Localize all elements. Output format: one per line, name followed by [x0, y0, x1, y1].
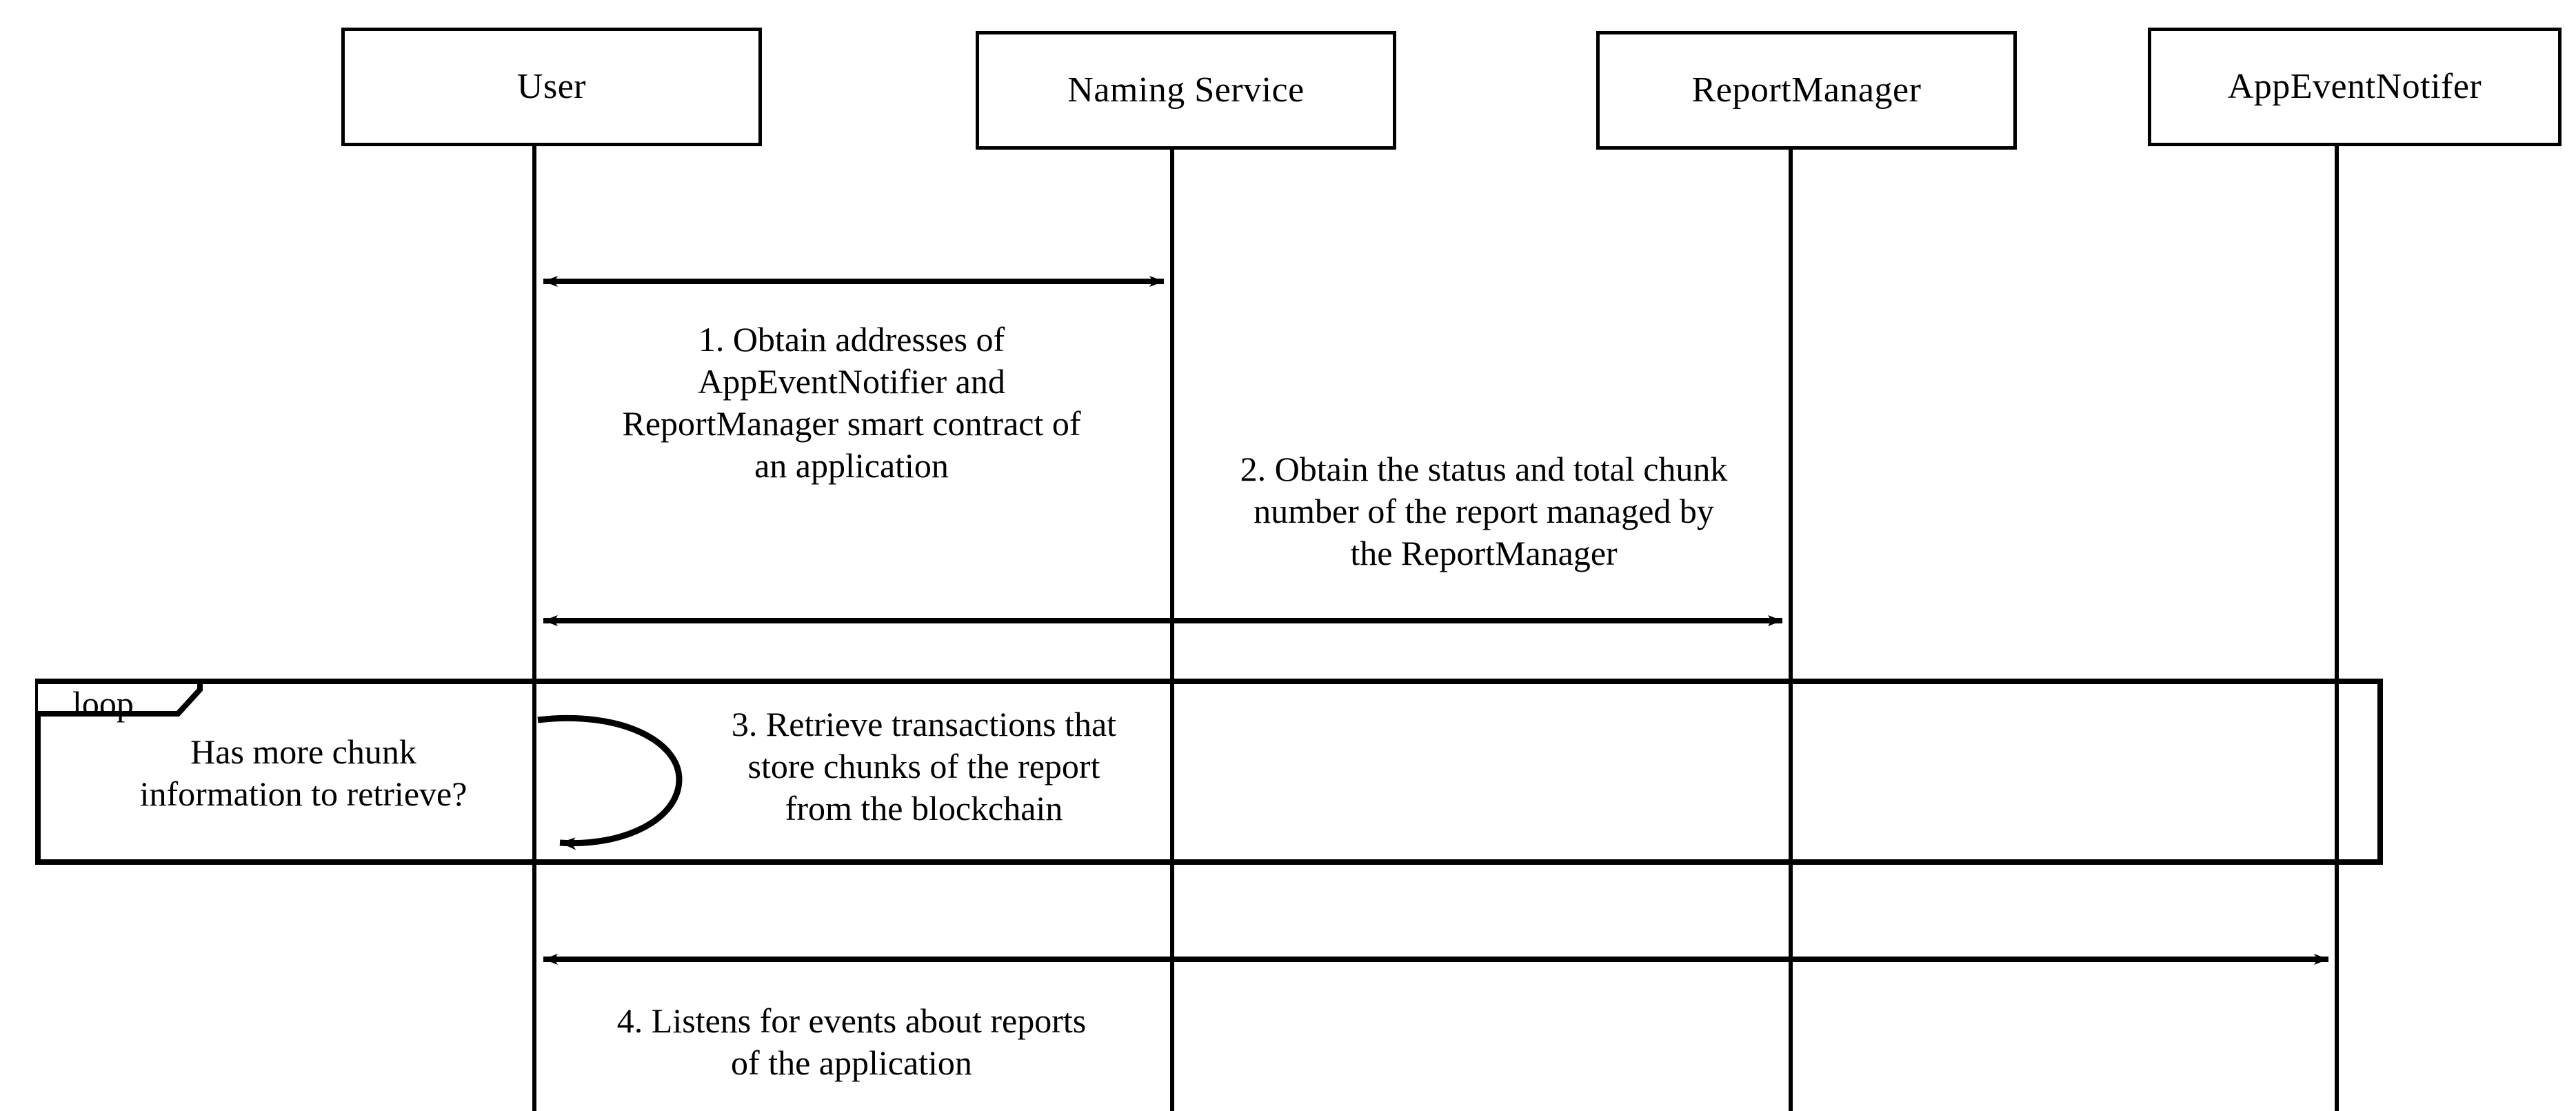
message-2-label: 2. Obtain the status and total chunk num… — [1240, 450, 1728, 572]
loop-fragment-guard-label: Has more chunk information to retrieve? — [139, 732, 467, 813]
participant-label-report-manager: ReportManager — [1691, 70, 1922, 110]
participant-label-user: User — [516, 67, 587, 107]
message-4-label: 4. Listens for events about reports of t… — [616, 1001, 1087, 1082]
loop-fragment-frame — [35, 679, 2383, 865]
message-1-label: 1. Obtain addresses of AppEventNotifier … — [622, 320, 1081, 485]
participant-box-report-manager[interactable]: ReportManager — [1596, 31, 2017, 150]
participant-label-app-event-notifer: AppEventNotifer — [2227, 67, 2482, 107]
participant-box-naming-service[interactable]: Naming Service — [976, 31, 1396, 150]
message-3-self-loop — [537, 714, 683, 850]
participant-box-user[interactable]: User — [341, 28, 762, 146]
message-3-label: 3. Retrieve transactions that store chun… — [731, 705, 1117, 828]
loop-fragment-operator-label: loop — [72, 684, 134, 723]
participant-box-app-event-notifer[interactable]: AppEventNotifer — [2148, 28, 2562, 146]
participant-label-naming-service: Naming Service — [1067, 70, 1305, 110]
